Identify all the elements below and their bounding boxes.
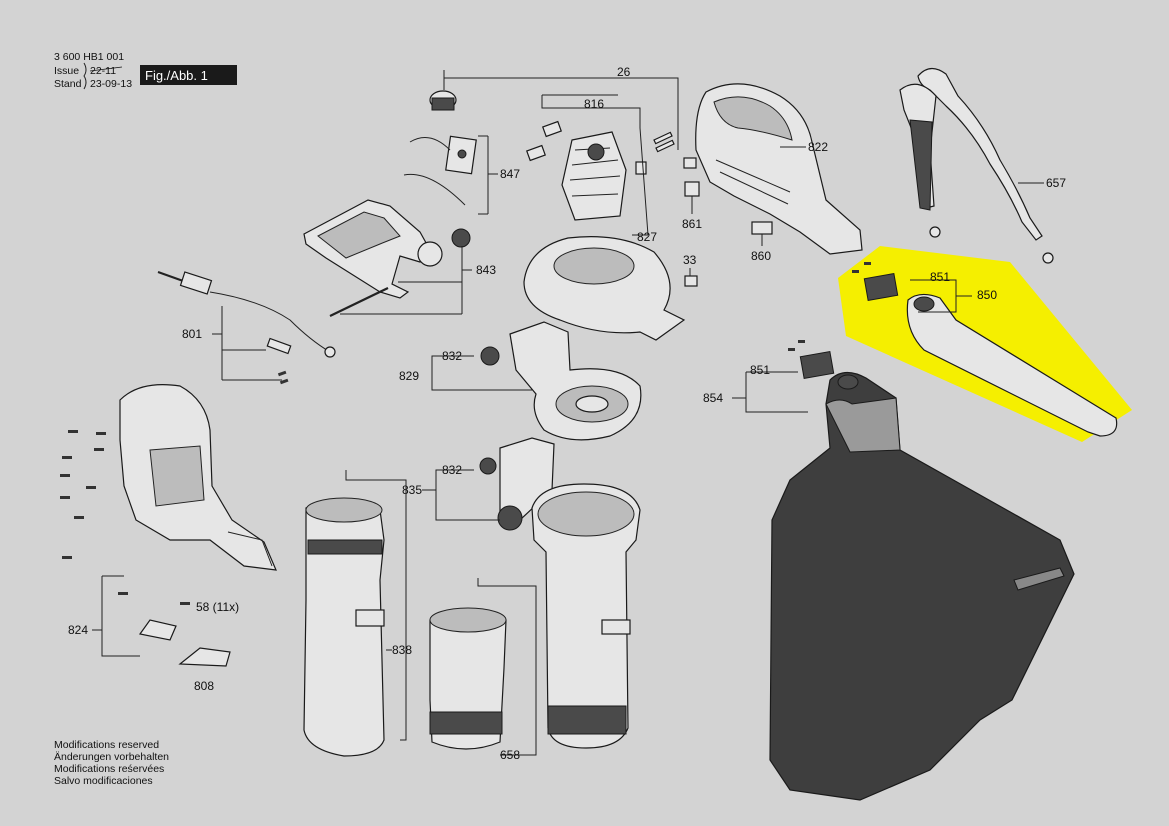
- label-827: 827: [637, 230, 657, 244]
- nozzle-part-850: [906, 293, 1118, 437]
- label-847: 847: [500, 167, 520, 181]
- bracket-829: [431, 355, 532, 391]
- screws-801: [277, 370, 289, 385]
- tube-part-838: [303, 497, 385, 757]
- switch-part-847: [403, 135, 477, 206]
- label-851a: 851: [930, 270, 950, 284]
- header-brace: [83, 62, 87, 90]
- issue-value: 22-11: [90, 65, 116, 77]
- clip-part-851a: [852, 262, 899, 302]
- label-860: 860: [751, 249, 771, 263]
- label-822: 822: [808, 140, 828, 154]
- bracket-827-line: [632, 127, 649, 236]
- footer-line-1: Modifications reserved: [54, 739, 159, 751]
- switch-part-861: [683, 157, 700, 197]
- spring-pins: [653, 131, 675, 153]
- lever-part-843: [303, 199, 471, 317]
- fan-housing-part: [523, 236, 686, 341]
- bracket-801: [212, 306, 282, 381]
- label-657: 657: [1046, 176, 1066, 190]
- label-843: 843: [476, 263, 496, 277]
- label-851b: 851: [750, 363, 770, 377]
- bracket-838: [345, 470, 407, 741]
- label-33: 33: [683, 253, 697, 267]
- footer-line-4: Salvo modificaciones: [54, 775, 153, 787]
- issue-strikethrough: [89, 66, 123, 72]
- latch-part-860: [751, 221, 773, 235]
- cable-part-801: [157, 271, 336, 358]
- pad-part-808: [178, 647, 231, 667]
- bracket-26: [443, 70, 679, 150]
- label-832a: 832: [442, 349, 462, 363]
- label-838: 838: [392, 643, 412, 657]
- footer-line-3: Modifications reśervées: [54, 763, 164, 775]
- tube-part-835: [479, 437, 641, 749]
- adapter-part-658: [429, 607, 507, 750]
- label-861: 861: [682, 217, 702, 231]
- issue-label: Issue: [54, 65, 79, 77]
- figure-badge: Fig./Abb. 1: [145, 68, 208, 83]
- bracket-835: [422, 469, 500, 521]
- handle-part-822: [695, 83, 863, 255]
- bracket-816: [541, 94, 641, 128]
- footer-notes: Modifications reserved Änderungen vorbeh…: [54, 739, 169, 787]
- motor-part-816: [526, 120, 647, 221]
- label-832b: 832: [442, 463, 462, 477]
- label-829: 829: [399, 369, 419, 383]
- figure-badge-box: [140, 65, 237, 85]
- bracket-824: [92, 575, 140, 657]
- label-816: 816: [584, 97, 604, 111]
- housing-part-829: [480, 321, 642, 441]
- pad-part-824: [138, 619, 177, 641]
- bracket-847: [478, 135, 498, 215]
- strap-part-657: [899, 67, 1054, 264]
- bracket-854: [732, 371, 808, 413]
- doc-number: 3 600 HB1 001: [54, 51, 124, 63]
- screw-part-33: [684, 275, 698, 287]
- label-658: 658: [500, 748, 520, 762]
- label-850: 850: [977, 288, 997, 302]
- label-808: 808: [194, 679, 214, 693]
- bracket-658: [477, 578, 537, 756]
- blower-housing-part: [119, 384, 277, 571]
- label-58: 58 (11x): [196, 600, 239, 614]
- clip-part-851b: [788, 340, 835, 380]
- label-854: 854: [703, 391, 723, 405]
- stand-value: 23-09-13: [90, 78, 132, 90]
- label-26: 26: [617, 65, 631, 79]
- stand-label: Stand: [54, 78, 82, 90]
- label-824: 824: [68, 623, 88, 637]
- bracket-850: [910, 279, 972, 313]
- screws-58: [60, 430, 190, 605]
- footer-line-2: Änderungen vorbehalten: [54, 751, 169, 763]
- bag-part-854: [769, 371, 1075, 801]
- label-835: 835: [402, 483, 422, 497]
- bracket-843: [340, 246, 472, 315]
- knob-part: [429, 90, 457, 111]
- label-801: 801: [182, 327, 202, 341]
